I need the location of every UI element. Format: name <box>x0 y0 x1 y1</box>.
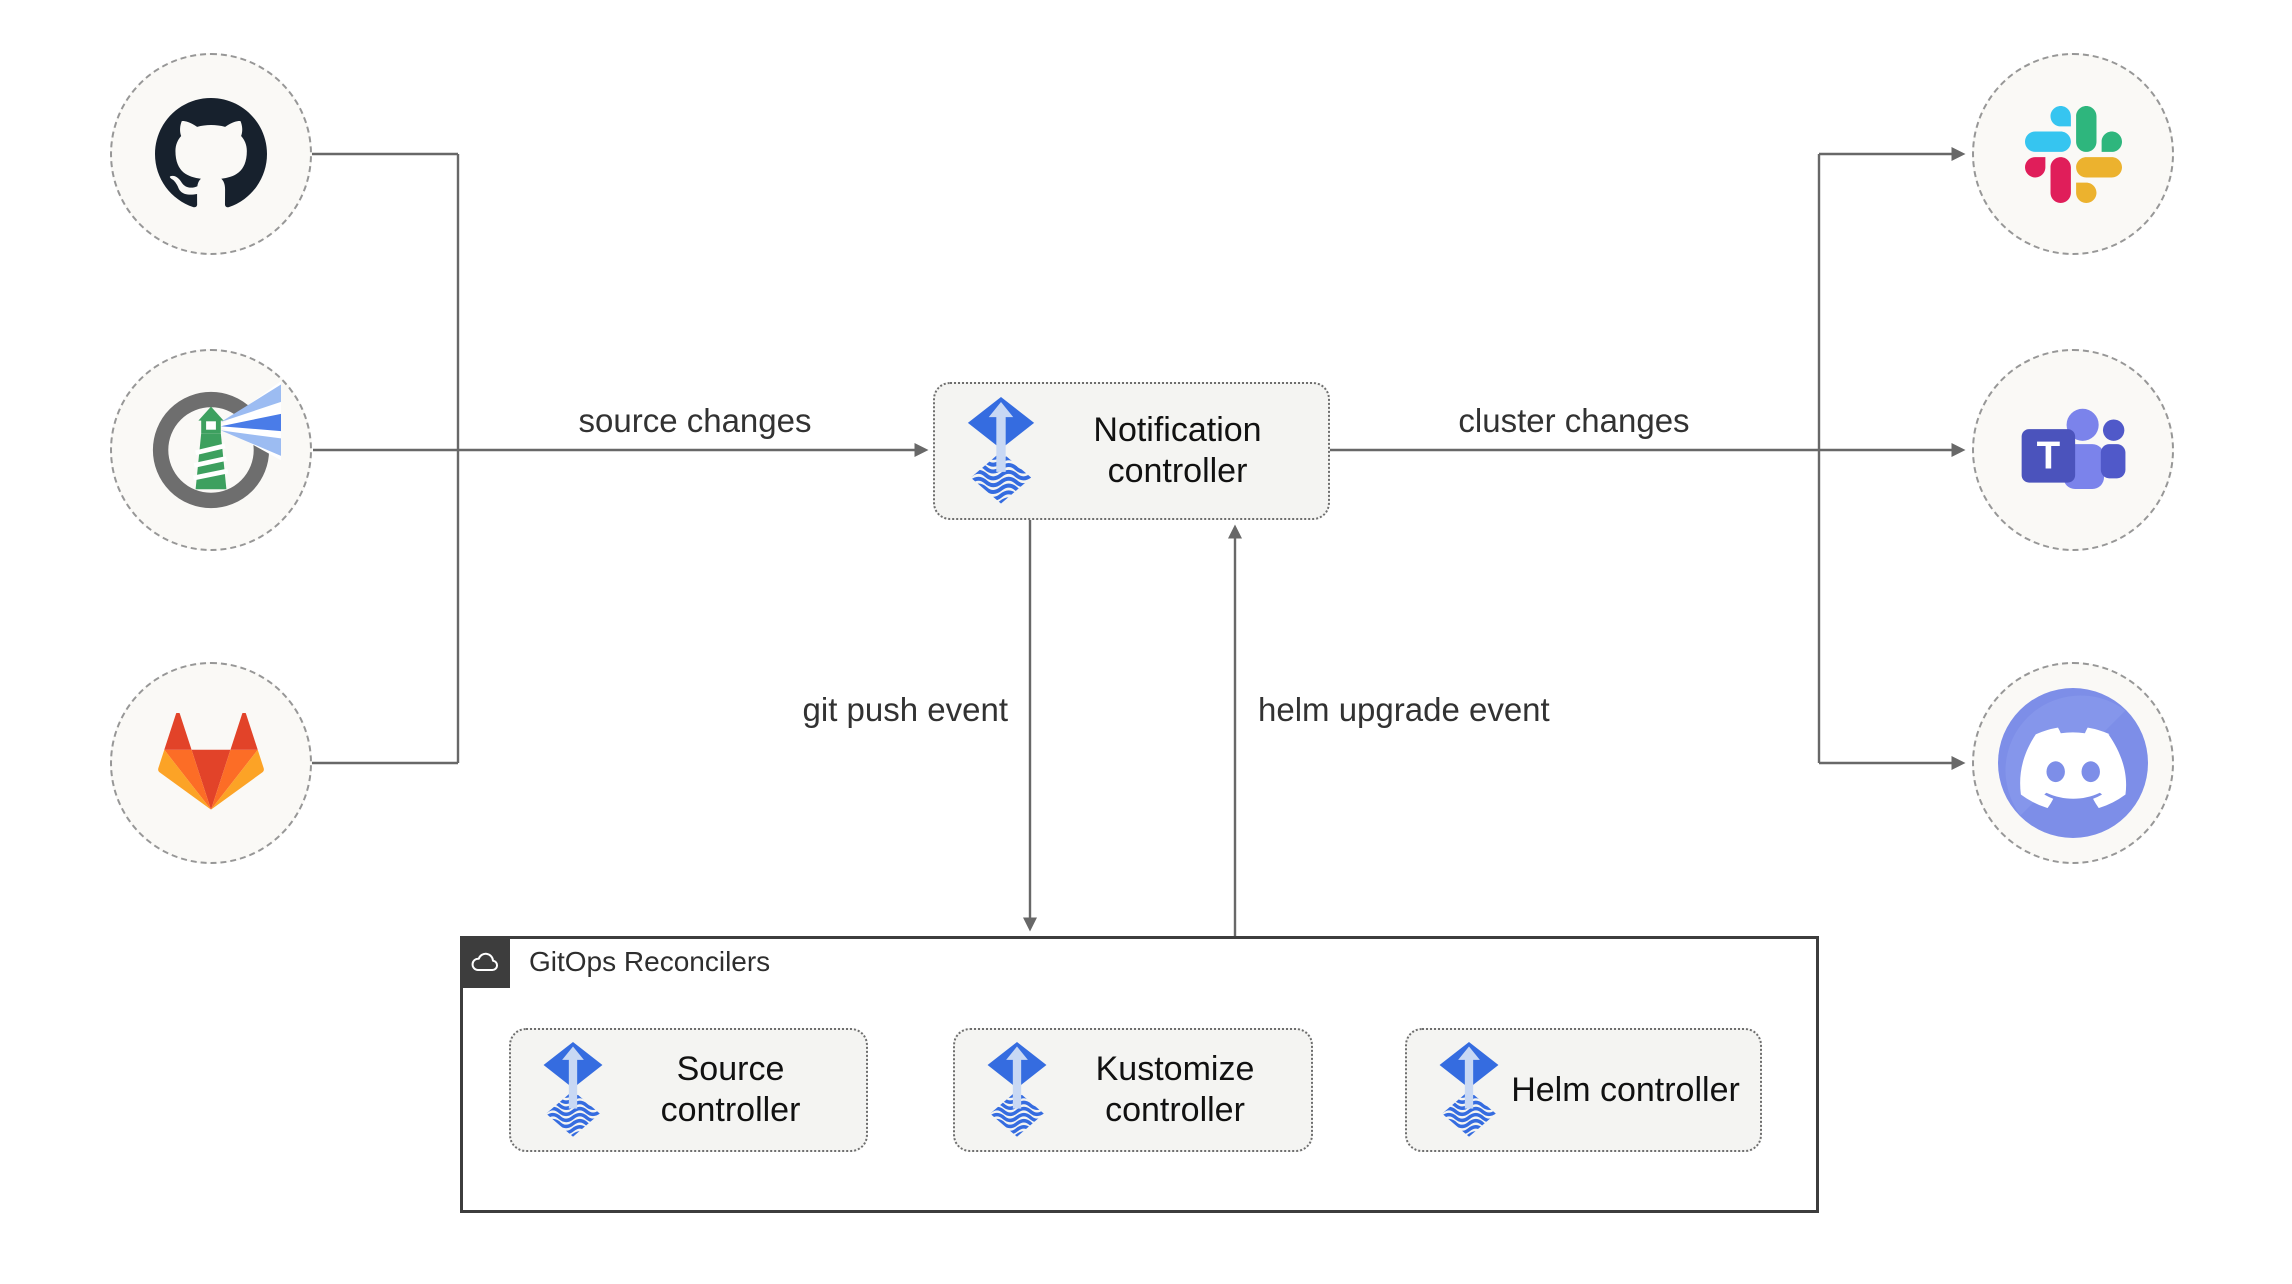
edge-label-source-changes: source changes <box>578 402 812 439</box>
edge-label-git-push-event: git push event <box>802 691 1008 728</box>
node-harbor <box>110 349 312 551</box>
cloud-icon <box>469 947 501 977</box>
node-discord <box>1972 662 2174 864</box>
github-icon <box>155 98 267 210</box>
microsoft-teams-icon <box>2014 397 2132 504</box>
gitlab-icon <box>158 713 264 814</box>
flux-icon <box>965 397 1037 505</box>
helm-controller-box: Helm controller <box>1405 1028 1762 1152</box>
node-slack <box>1972 53 2174 255</box>
group-badge <box>460 936 510 988</box>
kustomize-controller-label: Kustomize controller <box>1095 1050 1255 1129</box>
group-title: GitOps Reconcilers <box>529 946 771 977</box>
notification-controller-label: Notification controller <box>1093 411 1262 490</box>
slack-icon <box>2025 106 2122 203</box>
node-teams <box>1972 349 2174 551</box>
node-gitlab <box>110 662 312 864</box>
source-controller-label: Source controller <box>660 1050 801 1129</box>
node-github <box>110 53 312 255</box>
notification-controller-box: Notification controller <box>933 382 1330 520</box>
helm-controller-label: Helm controller <box>1511 1070 1740 1109</box>
edge-label-cluster-changes: cluster changes <box>1458 402 1690 439</box>
discord-icon <box>1998 688 2148 838</box>
flux-icon <box>541 1042 605 1138</box>
flux-icon <box>1437 1042 1501 1138</box>
flux-icon <box>985 1042 1049 1138</box>
edge-label-helm-upgrade-event: helm upgrade event <box>1258 691 1550 728</box>
source-controller-box: Source controller <box>509 1028 868 1152</box>
kustomize-controller-box: Kustomize controller <box>953 1028 1313 1152</box>
harbor-icon <box>141 380 281 520</box>
